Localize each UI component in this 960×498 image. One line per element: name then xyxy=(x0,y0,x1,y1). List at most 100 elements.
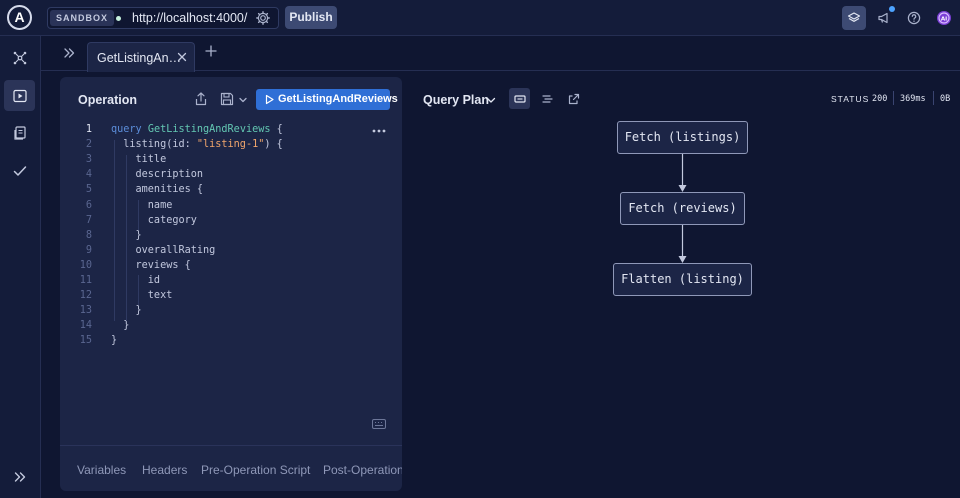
sandbox-badge: SANDBOX xyxy=(50,10,115,26)
run-button-label: GetListingAndReviews xyxy=(278,93,398,105)
layers-icon[interactable] xyxy=(842,6,866,30)
code-line[interactable]: 10 reviews { xyxy=(60,258,400,273)
open-external-icon[interactable] xyxy=(563,88,584,109)
code-text: category xyxy=(111,213,197,228)
collapse-panel-icon[interactable] xyxy=(61,45,77,61)
avatar-icon[interactable]: AI xyxy=(932,6,956,30)
line-number: 13 xyxy=(79,305,92,317)
line-number: 10 xyxy=(79,259,92,271)
code-line[interactable]: 8 } xyxy=(60,228,400,243)
line-number: 2 xyxy=(85,139,92,151)
code-line[interactable]: 1 query GetListingAndReviews { xyxy=(60,122,400,137)
code-text: amenities { xyxy=(111,182,203,197)
code-line[interactable]: 7 category xyxy=(60,213,400,228)
code-text: name xyxy=(111,198,173,213)
line-number: 1 xyxy=(85,124,92,135)
code-text: title xyxy=(111,152,167,167)
code-line[interactable]: 15} xyxy=(60,333,400,348)
tab-operation[interactable]: GetListingAn… xyxy=(87,42,195,72)
line-number: 11 xyxy=(79,275,92,286)
svg-text:AI: AI xyxy=(941,17,947,23)
line-number: 8 xyxy=(85,229,92,241)
line-number: 6 xyxy=(85,199,92,211)
megaphone-icon[interactable] xyxy=(872,6,896,30)
code-token: category xyxy=(111,214,197,226)
plan-node-fetch-listings[interactable]: Fetch (listings) xyxy=(617,121,748,154)
code-line[interactable]: 5 amenities { xyxy=(60,182,400,197)
response-duration: 369ms xyxy=(900,94,926,104)
code-line[interactable]: 11 id xyxy=(60,273,400,288)
apollo-logo[interactable]: A xyxy=(7,5,32,30)
code-line[interactable]: 3 title xyxy=(60,152,400,167)
line-number: 3 xyxy=(85,154,92,166)
connection-status-dot xyxy=(116,16,121,21)
code-line[interactable]: 13 } xyxy=(60,303,400,318)
code-token: title xyxy=(111,154,167,166)
code-line[interactable]: 4 description xyxy=(60,167,400,182)
code-token: } xyxy=(135,305,142,317)
plan-node-flatten-listing[interactable]: Flatten (listing) xyxy=(613,263,752,296)
code-text: } xyxy=(111,303,142,318)
line-number: 15 xyxy=(79,335,92,347)
code-token: overallRating xyxy=(111,244,216,256)
plan-node-fetch-reviews[interactable]: Fetch (reviews) xyxy=(620,192,745,225)
code-line[interactable]: 14 } xyxy=(60,318,400,333)
code-text: query GetListingAndReviews { xyxy=(111,122,283,137)
keyboard-icon[interactable] xyxy=(372,419,386,429)
top-bar: A SANDBOX http://localhost:4000/ Publish… xyxy=(0,0,960,36)
response-size: 0B xyxy=(940,94,951,104)
run-operation-button[interactable]: GetListingAndReviews xyxy=(256,89,398,110)
divider xyxy=(893,91,894,105)
publish-button[interactable]: Publish xyxy=(285,6,337,29)
code-editor[interactable]: 1 query GetListingAndReviews {2 listing(i… xyxy=(60,121,402,361)
code-token: id xyxy=(111,275,161,286)
code-line[interactable]: 6 name xyxy=(60,198,400,213)
tab-pre-operation-script[interactable]: Pre-Operation Script xyxy=(201,463,311,477)
share-icon[interactable] xyxy=(193,91,209,107)
tab-variables[interactable]: Variables xyxy=(77,463,127,477)
tab-headers[interactable]: Headers xyxy=(142,463,188,477)
indent-guide xyxy=(138,199,139,230)
code-token: amenities { xyxy=(111,184,204,196)
code-token: } xyxy=(111,335,118,347)
code-token: description xyxy=(111,169,204,181)
more-options-icon[interactable] xyxy=(371,125,387,137)
graph-view-icon[interactable] xyxy=(509,88,530,109)
docs-icon[interactable] xyxy=(4,117,35,148)
endpoint-url-box[interactable]: SANDBOX http://localhost:4000/ xyxy=(47,7,279,29)
tab-bar: GetListingAn… xyxy=(41,36,960,72)
code-line[interactable]: 12 text xyxy=(60,288,400,303)
indent-guide xyxy=(138,275,139,306)
operation-panel: Operation GetListingAndReviews 1 query Ge… xyxy=(60,77,402,491)
code-token: } xyxy=(135,229,142,241)
arrowhead xyxy=(678,185,687,192)
code-token: query xyxy=(111,124,148,135)
line-number: 4 xyxy=(85,169,92,181)
explorer-icon[interactable] xyxy=(4,80,35,111)
operation-title: Operation xyxy=(78,93,138,107)
save-icon[interactable] xyxy=(219,91,235,107)
settings-gear-icon[interactable] xyxy=(255,10,271,26)
checks-icon[interactable] xyxy=(4,155,35,186)
operation-footer: Variables Headers Pre-Operation Script P… xyxy=(60,445,402,491)
add-tab-icon[interactable] xyxy=(204,44,218,58)
divider xyxy=(933,91,934,105)
notification-dot xyxy=(889,6,895,12)
line-number: 7 xyxy=(85,214,92,226)
code-text: id xyxy=(111,273,160,288)
code-line[interactable]: 9 overallRating xyxy=(60,243,400,258)
code-token: ) { xyxy=(264,139,283,151)
expand-icon[interactable] xyxy=(4,461,35,492)
chevron-down-icon[interactable] xyxy=(485,94,497,106)
chevron-down-icon[interactable] xyxy=(238,95,248,105)
help-icon[interactable] xyxy=(902,6,926,30)
schema-icon[interactable] xyxy=(4,42,35,73)
close-icon[interactable] xyxy=(176,51,188,63)
code-line[interactable]: 2 listing(id: "listing-1") { xyxy=(60,137,400,152)
query-plan-title[interactable]: Query Plan xyxy=(423,93,489,107)
code-text: overallRating xyxy=(111,243,216,258)
tab-post-operation[interactable]: Post-Operation xyxy=(323,463,402,477)
code-token: text xyxy=(111,290,173,302)
endpoint-url[interactable]: http://localhost:4000/ xyxy=(132,11,248,25)
text-view-icon[interactable] xyxy=(536,88,557,109)
